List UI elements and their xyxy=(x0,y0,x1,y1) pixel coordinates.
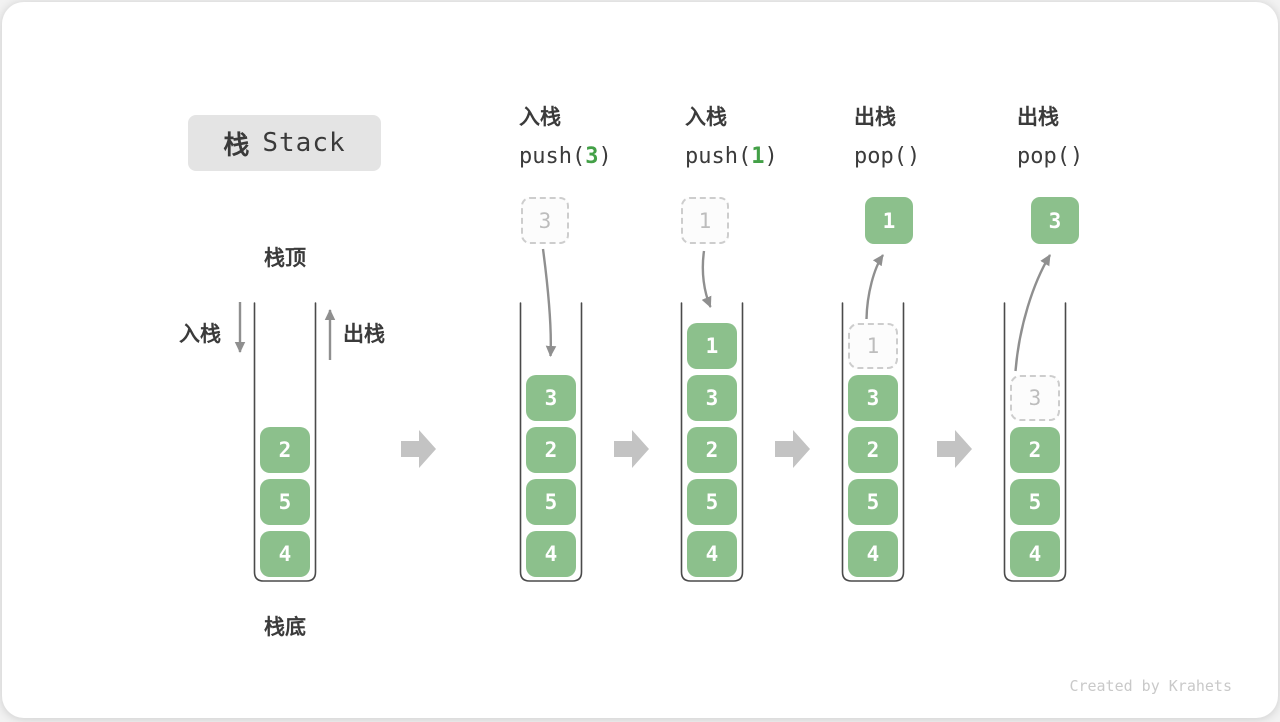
title-en: Stack xyxy=(262,128,346,158)
stack-cell: 4 xyxy=(260,531,310,577)
stack-cell: 2 xyxy=(687,427,737,473)
diagram-title: 栈 Stack xyxy=(188,115,381,171)
stack-cell: 4 xyxy=(1010,531,1060,577)
stack-cell: 4 xyxy=(848,531,898,577)
stack-cell: 4 xyxy=(526,531,576,577)
step-header-pop-1: 出栈 pop() xyxy=(854,105,1034,170)
pop-label: 出栈 xyxy=(343,323,385,346)
pushed-value-box: 1 xyxy=(681,197,729,244)
stack-top-label: 栈顶 xyxy=(264,247,306,270)
stack-cell: 3 xyxy=(687,375,737,421)
stack-bottom-label: 栈底 xyxy=(264,616,306,639)
stack-cell: 3 xyxy=(526,375,576,421)
step-header-push-1: 入栈 push(1) xyxy=(685,105,865,170)
pop-motion-arrow-icon xyxy=(865,254,884,320)
push-label: 入栈 xyxy=(179,323,221,346)
op-code: push(3) xyxy=(519,144,612,169)
op-arg: 3 xyxy=(585,144,599,169)
title-zh: 栈 xyxy=(223,129,251,160)
pop-motion-arrow-icon xyxy=(1014,254,1052,372)
credit-text: Created by Krahets xyxy=(1069,677,1232,695)
push-motion-arrow-icon xyxy=(541,248,557,357)
step-arrow-icon xyxy=(775,430,810,468)
popped-value-box: 3 xyxy=(1031,197,1079,244)
stack-cell: 2 xyxy=(526,427,576,473)
stack-cell: 1 xyxy=(687,323,737,369)
op-name: 出栈 xyxy=(854,106,896,129)
op-name: 入栈 xyxy=(685,106,727,129)
stack-cell: 5 xyxy=(687,479,737,525)
stack-cell: 2 xyxy=(848,427,898,473)
popped-value-box: 1 xyxy=(865,197,913,244)
op-code: push(1) xyxy=(685,144,778,169)
stack-cell: 5 xyxy=(848,479,898,525)
step-header-push-3: 入栈 push(3) xyxy=(519,105,699,170)
step-header-pop-3: 出栈 pop() xyxy=(1017,105,1197,170)
stack-cell: 5 xyxy=(1010,479,1060,525)
stack-cell: 4 xyxy=(687,531,737,577)
op-name: 入栈 xyxy=(519,106,561,129)
step-arrow-icon xyxy=(614,430,649,468)
stack-cell: 3 xyxy=(848,375,898,421)
op-name: 出栈 xyxy=(1017,106,1059,129)
step-arrow-icon xyxy=(401,430,436,468)
stack-cell: 5 xyxy=(260,479,310,525)
stack-cell-ghost: 1 xyxy=(848,323,898,369)
stack-cell-ghost: 3 xyxy=(1010,375,1060,421)
op-arg: 1 xyxy=(751,144,765,169)
stack-cell: 5 xyxy=(526,479,576,525)
step-arrow-icon xyxy=(937,430,972,468)
stack-cell: 2 xyxy=(260,427,310,473)
op-code: pop() xyxy=(1017,144,1084,169)
stack-cell: 2 xyxy=(1010,427,1060,473)
op-code: pop() xyxy=(854,144,921,169)
pushed-value-box: 3 xyxy=(521,197,569,244)
push-motion-arrow-icon xyxy=(701,250,712,308)
